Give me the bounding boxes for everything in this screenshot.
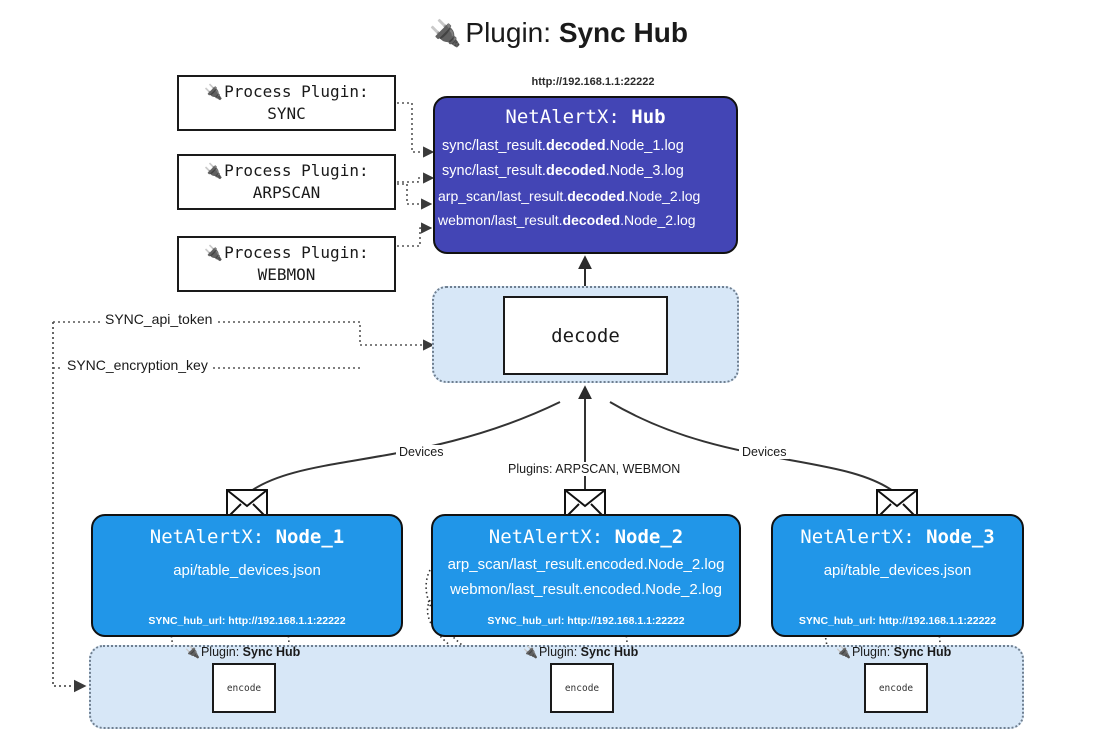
wire-secrets-to-encode-group	[52, 322, 87, 693]
hub-log-row-2: sync/last_result.decoded.Node_3.log	[442, 162, 684, 179]
envelope-icon	[564, 489, 606, 519]
decode-box[interactable]: decode	[503, 296, 668, 375]
node-2-line-1: arp_scan/last_result.encoded.Node_2.log	[447, 556, 725, 573]
encode-box-3[interactable]: encode	[864, 663, 928, 713]
encoder-2-label: 🔌Plugin: Sync Hub	[523, 645, 639, 659]
plug-icon: 🔌	[429, 18, 462, 48]
page-title-prefix: Plugin:	[465, 17, 559, 48]
encode-box-1[interactable]: encode	[212, 663, 276, 713]
node-1-hub-url: SYNC_hub_url: http://192.168.1.1:22222	[148, 615, 346, 627]
page-title-name: Sync Hub	[558, 17, 688, 48]
hub-url-label: http://192.168.1.1:22222	[531, 76, 655, 88]
plug-icon: 🔌	[204, 83, 224, 102]
encode-box-2[interactable]: encode	[550, 663, 614, 713]
hub-title: NetAlertX: Hub	[435, 106, 736, 128]
wire-sync-to-hub-row1	[397, 102, 435, 158]
hub-log-row-1: sync/last_result.decoded.Node_1.log	[442, 138, 684, 154]
wire-sync-to-hub-row2	[397, 172, 435, 184]
plug-icon: 🔌	[836, 645, 851, 659]
edge-label-devices-right: Devices	[739, 445, 790, 459]
node-2[interactable]: NetAlertX: Node_2 arp_scan/last_result.e…	[431, 514, 741, 637]
process-plugin-webmon[interactable]: 🔌Process Plugin: WEBMON	[177, 236, 396, 292]
wire-webmon-to-hub-row4	[397, 222, 433, 247]
encoder-1-label: 🔌Plugin: Sync Hub	[185, 645, 301, 659]
page-title: 🔌Plugin: Sync Hub	[0, 16, 1117, 50]
hub-node[interactable]: NetAlertX: Hub sync/last_result.decoded.…	[433, 96, 738, 254]
envelope-icon	[876, 489, 918, 519]
process-plugin-arpscan[interactable]: 🔌Process Plugin: ARPSCAN	[177, 154, 396, 210]
node-2-title: NetAlertX: Node_2	[488, 526, 684, 548]
node-3-title: NetAlertX: Node_3	[800, 526, 995, 548]
edge-label-devices-left: Devices	[396, 445, 447, 459]
plug-icon: 🔌	[204, 244, 224, 263]
sync-encryption-key-label: SYNC_encryption_key	[63, 357, 212, 373]
edge-label-plugins-center: Plugins: ARPSCAN, WEBMON	[505, 462, 684, 476]
process-plugin-webmon-label: Process Plugin:	[224, 243, 369, 263]
wire-arpscan-to-hub-row3	[397, 183, 433, 210]
node-1-title: NetAlertX: Node_1	[149, 526, 345, 548]
plug-icon: 🔌	[523, 645, 538, 659]
hub-log-row-3: arp_scan/last_result.decoded.Node_2.log	[438, 187, 701, 204]
hub-log-row-4: webmon/last_result.decoded.Node_2.log	[438, 211, 696, 228]
node-1-line-1: api/table_devices.json	[173, 562, 321, 579]
process-plugin-webmon-value: WEBMON	[257, 265, 316, 284]
process-plugin-sync-value: SYNC	[267, 104, 306, 123]
encoder-3-label: 🔌Plugin: Sync Hub	[836, 645, 952, 659]
process-plugin-sync-label: Process Plugin:	[224, 82, 369, 102]
plug-icon: 🔌	[204, 162, 224, 181]
hub-title-name: Hub	[631, 106, 666, 128]
node-1[interactable]: NetAlertX: Node_1 api/table_devices.json…	[91, 514, 403, 637]
process-plugin-sync[interactable]: 🔌Process Plugin: SYNC	[177, 75, 396, 131]
process-plugin-arpscan-value: ARPSCAN	[252, 183, 321, 202]
plug-icon: 🔌	[185, 645, 200, 659]
node-2-hub-url: SYNC_hub_url: http://192.168.1.1:22222	[487, 615, 685, 627]
node-3-hub-url: SYNC_hub_url: http://192.168.1.1:22222	[798, 615, 997, 627]
hub-title-prefix: NetAlertX:	[505, 106, 632, 128]
process-plugin-arpscan-label: Process Plugin:	[224, 161, 369, 181]
sync-api-token-label: SYNC_api_token	[101, 311, 217, 327]
node-3-line-1: api/table_devices.json	[823, 562, 972, 579]
node-3[interactable]: NetAlertX: Node_3 api/table_devices.json…	[771, 514, 1024, 637]
node-2-line-2: webmon/last_result.encoded.Node_2.log	[450, 581, 722, 598]
